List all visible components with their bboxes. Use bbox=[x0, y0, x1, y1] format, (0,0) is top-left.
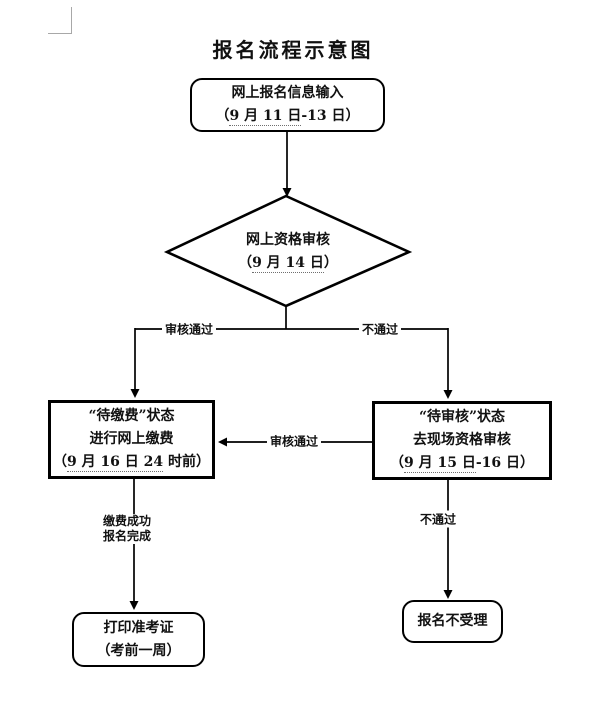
edge-label-not-passed-down: 不通过 bbox=[416, 510, 460, 528]
edge-label-not-passed-right: 不通过 bbox=[358, 320, 402, 338]
arrowhead-fail-to-onsite bbox=[443, 390, 453, 399]
edge-label-line: 缴费成功 bbox=[102, 514, 152, 528]
edge-label-review-passed-mid: 审核通过 bbox=[266, 432, 322, 450]
node-online-qualification-review: 网上资格审核 （9 月 14 日） bbox=[177, 203, 399, 301]
date-underline: 9 月 11 日 bbox=[229, 108, 302, 126]
node-text-line: 网上资格审核 bbox=[246, 232, 330, 248]
node-text-line: （考前一周） bbox=[96, 642, 181, 659]
node-text-line: “待缴费”状态 bbox=[88, 408, 175, 424]
arrowhead-onsite-to-reject bbox=[443, 590, 453, 599]
node-pending-review-status: “待审核”状态 去现场资格审核 （9 月 15 日-16 日） bbox=[372, 401, 552, 480]
node-text-line: （9 月 15 日-16 日） bbox=[389, 455, 535, 473]
date-underline: 9 月 16 日 24 bbox=[66, 454, 164, 472]
node-print-admission-ticket: 打印准考证 （考前一周） bbox=[72, 612, 205, 667]
node-text-line: 报名不受理 bbox=[417, 613, 488, 629]
node-text-line: （9 月 14 日） bbox=[238, 255, 338, 273]
node-online-registration-input: 网上报名信息输入 （9 月 11 日-13 日） bbox=[190, 78, 385, 132]
page-margin-corner-mark bbox=[48, 7, 72, 34]
date-underline: 9 月 14 日 bbox=[252, 255, 324, 273]
node-text-line: （9 月 11 日-13 日） bbox=[215, 108, 360, 126]
node-text-line: 网上报名信息输入 bbox=[231, 85, 344, 101]
edge-label-review-passed-left: 审核通过 bbox=[161, 320, 217, 338]
date-underline: 9 月 15 日 bbox=[403, 455, 476, 473]
node-text-line: 去现场资格审核 bbox=[413, 432, 511, 448]
edge-label-line: 报名完成 bbox=[102, 529, 152, 543]
edge-label-payment-success: 缴费成功 报名完成 bbox=[99, 514, 155, 544]
node-text-line: （9 月 16 日 24 时前） bbox=[52, 454, 211, 472]
node-registration-not-accepted: 报名不受理 bbox=[402, 600, 503, 643]
node-pending-payment-status: “待缴费”状态 进行网上缴费 （9 月 16 日 24 时前） bbox=[48, 400, 215, 479]
arrowhead-start-to-decision bbox=[282, 188, 292, 197]
node-text-line: “待审核”状态 bbox=[418, 409, 506, 425]
node-text-line: 打印准考证 bbox=[103, 619, 174, 636]
arrowheads bbox=[129, 188, 453, 610]
arrowhead-pay-to-print bbox=[129, 601, 139, 610]
arrowhead-pass-to-pay bbox=[130, 389, 140, 398]
node-text-line: 进行网上缴费 bbox=[89, 431, 174, 447]
arrowhead-onsite-to-pay bbox=[218, 437, 227, 447]
page-title: 报名流程示意图 bbox=[212, 38, 374, 62]
